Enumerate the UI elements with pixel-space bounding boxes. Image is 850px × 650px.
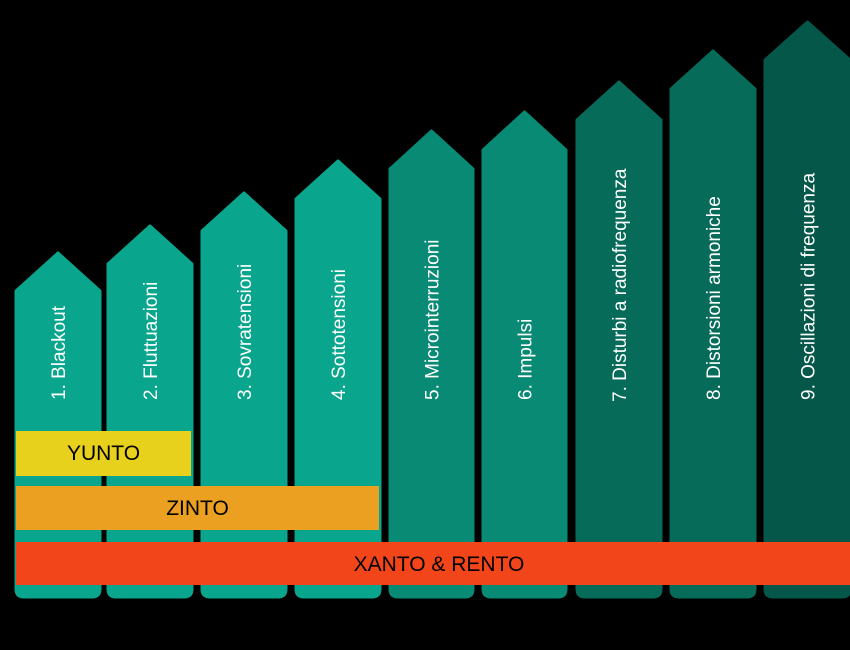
band-zinto-bar bbox=[16, 486, 379, 530]
column-7: 7. Disturbi a radiofrequenza bbox=[575, 80, 663, 599]
column-7-shape bbox=[575, 80, 663, 599]
band-xanto-rento-label: XANTO & RENTO bbox=[354, 553, 525, 576]
column-6: 6. Impulsi bbox=[481, 110, 568, 599]
column-3: 3. Sovratensioni bbox=[200, 191, 288, 599]
band-zinto: ZINTO bbox=[16, 486, 379, 530]
band-zinto-label: ZINTO bbox=[166, 497, 229, 520]
column-9-label: 9. Oscillazioni di frequenza bbox=[799, 173, 820, 400]
column-6-shape bbox=[481, 110, 568, 599]
column-8-shape bbox=[669, 49, 757, 599]
column-6-label: 6. Impulsi bbox=[516, 319, 537, 400]
band-yunto-label: YUNTO bbox=[67, 442, 140, 465]
column-5-label: 5. Microinterruzioni bbox=[423, 240, 444, 401]
column-7-label: 7. Disturbi a radiofrequenza bbox=[610, 168, 631, 402]
band-yunto-bar bbox=[16, 431, 191, 476]
column-5: 5. Microinterruzioni bbox=[388, 129, 475, 599]
column-8-label: 8. Distorsioni armoniche bbox=[704, 196, 725, 400]
column-8: 8. Distorsioni armoniche bbox=[669, 49, 757, 599]
band-yunto: YUNTO bbox=[16, 431, 191, 476]
column-9: 9. Oscillazioni di frequenza bbox=[763, 20, 850, 599]
band-xanto-rento: XANTO & RENTO bbox=[16, 542, 850, 585]
column-4-label: 4. Sottotensioni bbox=[329, 269, 350, 400]
column-1-label: 1. Blackout bbox=[49, 305, 70, 400]
band-xanto-rento-bar bbox=[16, 542, 850, 585]
column-2-shape bbox=[106, 224, 194, 599]
column-2: 2. Fluttuazioni bbox=[106, 224, 194, 599]
column-2-label: 2. Fluttuazioni bbox=[141, 282, 162, 400]
column-5-shape bbox=[388, 129, 475, 599]
column-4: 4. Sottotensioni bbox=[294, 159, 382, 599]
column-3-label: 3. Sovratensioni bbox=[235, 264, 256, 400]
